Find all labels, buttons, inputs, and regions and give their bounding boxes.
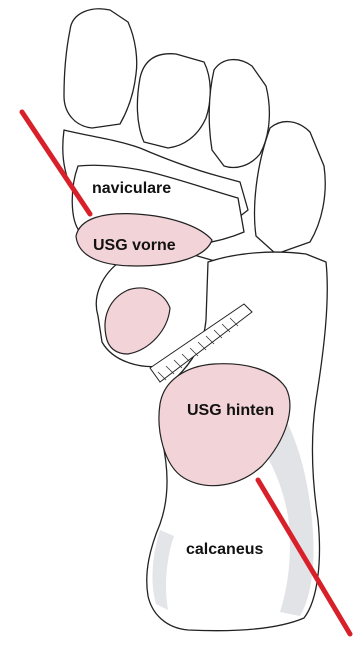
label-naviculare: naviculare [92,181,171,197]
bone-cuneiform-intermediate [137,54,210,148]
bone-cuneiform-medial [64,9,137,128]
bone-cuneiform-lateral [209,60,269,168]
label-calcaneus: calcaneus [186,542,263,558]
label-usg-vorne: USG vorne [93,238,176,254]
bone-cuboid [255,122,326,254]
label-usg-hinten: USG hinten [187,403,274,419]
